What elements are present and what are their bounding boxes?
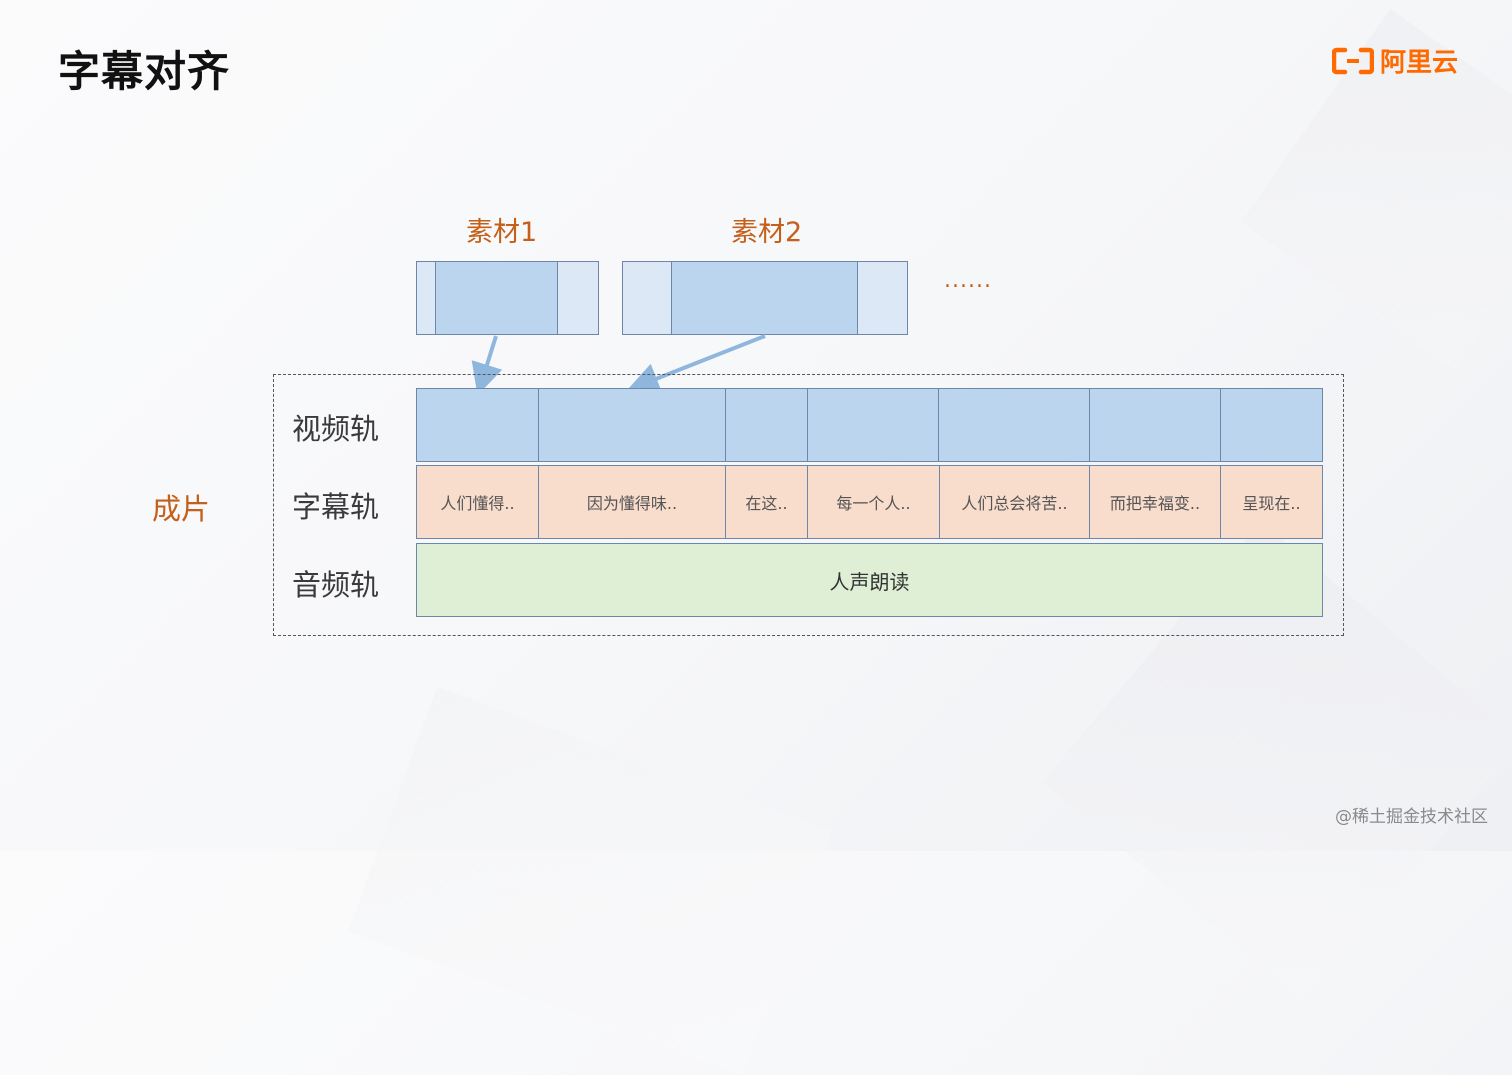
subtitle-segment: 而把幸福变.. bbox=[1089, 465, 1221, 539]
video-segment bbox=[938, 388, 1090, 462]
subtitle-segment: 呈现在.. bbox=[1220, 465, 1323, 539]
video-segment bbox=[538, 388, 726, 462]
video-segment bbox=[807, 388, 939, 462]
audio-segment: 人声朗读 bbox=[416, 543, 1323, 617]
material-1-label: 素材1 bbox=[466, 217, 538, 248]
composition-frame bbox=[273, 374, 1344, 636]
logo-text: 阿里云 bbox=[1380, 48, 1459, 78]
brand-logo: 阿里云 bbox=[1332, 42, 1458, 79]
video-segment bbox=[416, 388, 539, 462]
video-track-label: 视频轨 bbox=[292, 412, 380, 446]
material-1-selected-range bbox=[435, 261, 558, 335]
subtitle-segment: 因为懂得味.. bbox=[538, 465, 726, 539]
arrow-material-1-to-video bbox=[471, 335, 503, 396]
subtitle-segment: 每一个人.. bbox=[807, 465, 940, 539]
video-segment bbox=[1089, 388, 1221, 462]
aliyun-logo-icon bbox=[1332, 47, 1374, 74]
final-output-label: 成片 bbox=[152, 492, 211, 526]
slide-title: 字幕对齐 bbox=[58, 47, 231, 96]
watermark: @稀土掘金技术社区 bbox=[1335, 807, 1488, 827]
subtitle-segment: 在这.. bbox=[725, 465, 808, 539]
arrow-material-2-to-video bbox=[626, 334, 766, 394]
video-segment bbox=[1220, 388, 1323, 462]
mapping-arrows bbox=[471, 334, 766, 396]
material-2-label: 素材2 bbox=[731, 217, 803, 248]
video-segment bbox=[725, 388, 808, 462]
subtitle-segment: 人们总会将苦.. bbox=[939, 465, 1090, 539]
subtitle-track-label: 字幕轨 bbox=[292, 490, 380, 524]
more-materials-ellipsis: ...... bbox=[944, 268, 992, 293]
audio-track-label: 音频轨 bbox=[292, 568, 380, 602]
subtitle-segment: 人们懂得.. bbox=[416, 465, 539, 539]
material-2-selected-range bbox=[671, 261, 858, 335]
